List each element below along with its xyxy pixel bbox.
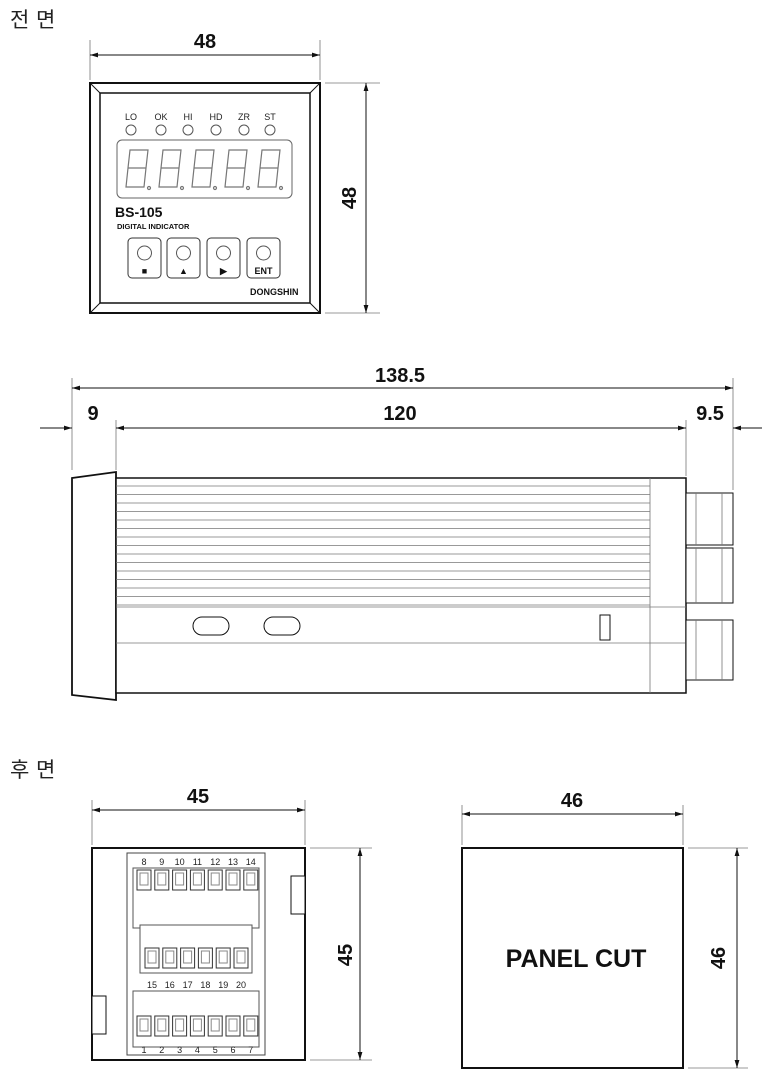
terminal-number: 20	[236, 980, 246, 990]
key-label: ENT	[255, 266, 274, 276]
terminal-number: 14	[246, 857, 256, 867]
front-key-button[interactable]: ENT	[246, 237, 281, 279]
terminal-number: 18	[200, 980, 210, 990]
terminal-number: 9	[159, 857, 164, 867]
seven-segment-digit	[125, 149, 152, 191]
front-width-dim: 48	[194, 31, 216, 53]
front-key-button[interactable]: ▲	[166, 237, 201, 279]
display-window	[116, 139, 293, 199]
key-label: ▲	[179, 266, 188, 276]
led-label: OK	[154, 112, 167, 122]
terminal-number: 13	[228, 857, 238, 867]
side-latch	[263, 616, 301, 636]
key-label: ▶	[219, 266, 228, 276]
panel-cut-view: 46 46 PANEL CUT	[461, 790, 748, 1069]
panel-cut-height-dim: 46	[708, 947, 730, 969]
led-label: ZR	[238, 112, 250, 122]
seven-segment-digit	[191, 149, 218, 191]
terminal-number: 8	[141, 857, 146, 867]
model-subtitle: DIGITAL INDICATOR	[117, 222, 190, 231]
led-indicator-icon	[182, 124, 194, 136]
terminal-number: 4	[195, 1045, 200, 1055]
terminal-number: 11	[193, 857, 202, 867]
led-indicator-icon	[125, 124, 137, 136]
terminal-number: 7	[248, 1045, 253, 1055]
total-length-dim: 138.5	[375, 365, 425, 387]
led-label: ST	[264, 112, 276, 122]
led-label: HI	[184, 112, 193, 122]
led-label: HD	[210, 112, 223, 122]
front-key-button[interactable]: ■	[127, 237, 162, 279]
panel-cut-label: PANEL CUT	[506, 945, 647, 973]
side-view: 138.5 9 120 9.5	[40, 365, 762, 702]
side-body	[115, 477, 687, 694]
seven-segment-digit	[257, 149, 284, 191]
led-indicator-icon	[210, 124, 222, 136]
led-indicator-icon	[238, 124, 250, 136]
terminal-number: 3	[177, 1045, 182, 1055]
terminal-number: 17	[183, 980, 193, 990]
model-name: BS-105	[115, 204, 163, 220]
side-slot	[599, 614, 611, 641]
side-bezel	[71, 470, 117, 702]
body-length-dim: 120	[383, 403, 416, 425]
led-label: LO	[125, 112, 137, 122]
terminal-number: 1	[141, 1045, 146, 1055]
rear-width-dim: 45	[187, 786, 209, 808]
led-indicator-icon	[155, 124, 167, 136]
terminal-number: 19	[218, 980, 228, 990]
front-view: 48 48 LO OK HI HD ZR ST BS-105 DIGITAL INDICA…	[89, 31, 380, 314]
front-height-dim: 48	[339, 187, 361, 209]
terminal-number: 15	[147, 980, 157, 990]
led-indicator-icon	[264, 124, 276, 136]
front-depth-dim: 9	[87, 403, 98, 425]
front-key-button[interactable]: ▶	[206, 237, 241, 279]
terminal-number: 16	[165, 980, 175, 990]
seven-segment-digit	[158, 149, 185, 191]
panel-cut-outline	[461, 847, 684, 1069]
rear-depth-dim: 9.5	[696, 403, 724, 425]
key-label: ■	[142, 266, 147, 276]
rear-height-dim: 45	[335, 944, 357, 966]
side-connectors	[685, 492, 734, 681]
terminal-number: 5	[213, 1045, 218, 1055]
brand-logo: DONGSHIN	[250, 287, 299, 297]
seven-segment-digit	[224, 149, 251, 191]
rear-section-label: 후 면	[10, 758, 55, 782]
terminal-number: 6	[230, 1045, 235, 1055]
front-section-label: 전 면	[10, 8, 55, 32]
side-latch	[192, 616, 230, 636]
terminal-number: 10	[175, 857, 185, 867]
panel-cut-width-dim: 46	[561, 790, 583, 812]
terminal-number: 12	[210, 857, 220, 867]
terminal-number: 2	[159, 1045, 164, 1055]
